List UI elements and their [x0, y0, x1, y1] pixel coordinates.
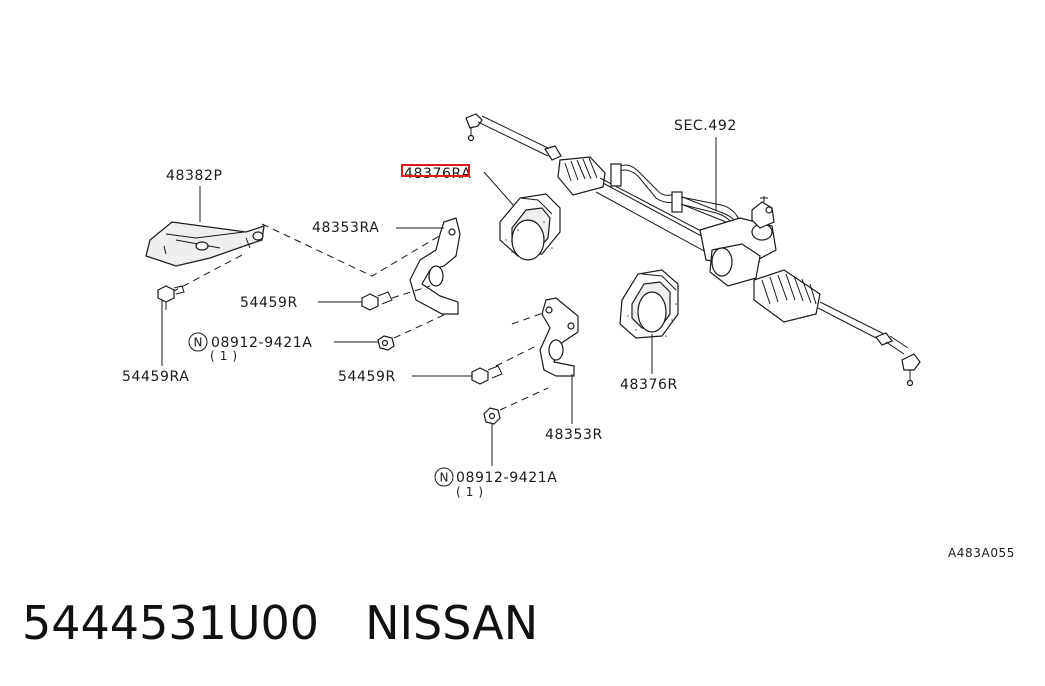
n-symbol-bottom: N [440, 471, 450, 485]
label-54459r-top: 54459R [240, 295, 298, 311]
n-symbol-top: N [194, 336, 204, 350]
label-08912-bottom: 08912-9421A [456, 470, 557, 486]
label-48353ra: 48353RA [312, 220, 379, 236]
label-48382p: 48382P [166, 168, 223, 184]
brand-name: NISSAN [365, 596, 539, 650]
bracket-48382p [145, 221, 265, 267]
clamp-48353ra [409, 217, 461, 315]
label-54459r-mid: 54459R [338, 369, 396, 385]
highlight-box-48376ra [401, 164, 470, 177]
bolt-54459r-top [361, 291, 393, 311]
label-08912-top-qty: ( 1 ) [210, 349, 238, 363]
insulator-48376ra [499, 193, 561, 261]
label-48353r: 48353R [545, 427, 603, 443]
part-number: 5444531U00 [22, 596, 320, 650]
label-54459ra: 54459RA [122, 369, 189, 385]
label-48376ra: 48376RA [404, 166, 471, 182]
bolt-54459r-mid [471, 365, 503, 385]
nut-08912-bottom [483, 407, 501, 425]
bolt-54459ra [157, 285, 185, 310]
diagram-code: A483A055 [948, 546, 1015, 560]
label-sec-492: SEC.492 [674, 118, 737, 134]
label-08912-top: 08912-9421A [211, 335, 312, 351]
clamp-48353r [539, 297, 579, 377]
steering-rack-assembly [465, 113, 921, 387]
footer-caption: 5444531U00 NISSAN [22, 596, 538, 650]
label-48376r: 48376R [620, 377, 678, 393]
nut-08912-top [377, 335, 395, 351]
label-08912-bottom-qty: ( 1 ) [456, 485, 484, 499]
insulator-48376r [619, 269, 679, 339]
